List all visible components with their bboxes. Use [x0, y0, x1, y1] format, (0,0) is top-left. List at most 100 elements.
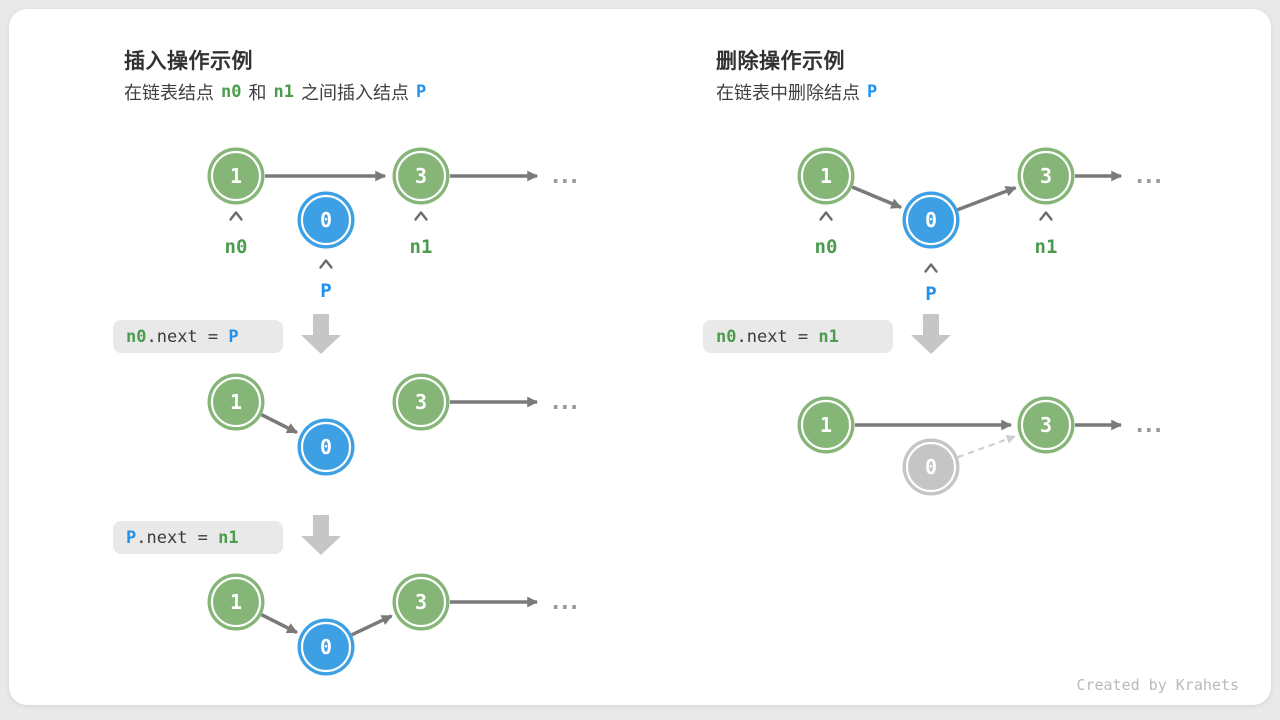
delete-section-title: 删除操作示例	[716, 50, 845, 73]
node-1: 1	[797, 147, 855, 205]
node-circle	[797, 396, 855, 454]
code-token-mid: .next =	[736, 326, 819, 347]
label-n0: n0	[225, 236, 248, 258]
node-circle	[207, 373, 265, 431]
pointer-caret-icon	[414, 211, 428, 221]
node-circle	[902, 191, 960, 249]
node-value: 1	[820, 164, 832, 188]
code-insert-step2: P.next = n1	[113, 521, 283, 554]
insert-section-title: 插入操作示例	[124, 50, 253, 73]
step-down-arrow-icon	[301, 314, 341, 354]
node-inner-ring	[300, 621, 352, 673]
node-value: 0	[320, 635, 332, 659]
pointer-caret-icon	[319, 259, 333, 269]
node-3: 3	[1017, 396, 1075, 454]
code-token-n1: n1	[818, 326, 839, 347]
node-value: 1	[820, 413, 832, 437]
token-p: P	[867, 82, 878, 102]
delete-done-diagram: ... 1 0 3	[797, 396, 1165, 496]
node-value: 3	[1040, 164, 1052, 188]
node-value: 3	[1040, 413, 1052, 437]
node-1: 1	[207, 573, 265, 631]
link-arrow	[956, 185, 1017, 212]
insert-done-diagram: ... 1 0 3	[207, 573, 581, 676]
delete-section-subtitle: 在链表中删除结点 P	[716, 80, 884, 104]
node-1: 1	[207, 373, 265, 431]
node-value: 3	[415, 590, 427, 614]
code-token-mid: .next =	[136, 527, 219, 548]
link-arrow	[260, 613, 298, 635]
token-n1: n1	[273, 82, 294, 102]
node-circle	[1017, 147, 1075, 205]
insert-section-subtitle: 在链表结点 n0 和 n1 之间插入结点 P	[124, 80, 433, 104]
ellipsis: ...	[549, 590, 577, 615]
subtitle-text: 之间插入结点	[300, 83, 409, 103]
node-value: 0	[320, 208, 332, 232]
pointer-caret-icon	[819, 211, 833, 221]
node-1: 1	[797, 396, 855, 454]
ellipsis: ...	[1133, 413, 1161, 438]
label-n0: n0	[815, 236, 838, 258]
link-arrow	[260, 413, 298, 435]
node-value: 3	[415, 164, 427, 188]
link-arrow	[351, 614, 393, 637]
node-value: 0	[320, 435, 332, 459]
node-inner-ring	[800, 399, 852, 451]
removed-link-dashed-arrow	[957, 434, 1016, 459]
node-inner-ring	[210, 376, 262, 428]
node-circle	[297, 618, 355, 676]
node-inner-ring	[800, 150, 852, 202]
node-inner-ring	[1020, 150, 1072, 202]
node-3: 3	[392, 147, 450, 205]
code-token-p: P	[126, 527, 137, 548]
node-circle	[902, 438, 960, 496]
node-circle	[797, 147, 855, 205]
node-inner-ring	[210, 576, 262, 628]
node-circle	[392, 573, 450, 631]
label-p: P	[320, 280, 331, 302]
node-value: 0	[925, 208, 937, 232]
code-token-p: P	[228, 326, 239, 347]
node-3: 3	[1017, 147, 1075, 205]
code-token-mid: .next =	[146, 326, 229, 347]
node-p: 0	[297, 191, 355, 249]
label-n1: n1	[410, 236, 433, 258]
code-token-n0: n0	[716, 326, 737, 347]
node-value: 0	[925, 455, 937, 479]
label-n1: n1	[1035, 236, 1058, 258]
node-circle	[297, 191, 355, 249]
node-inner-ring	[300, 194, 352, 246]
token-p: P	[415, 82, 427, 102]
node-inner-ring	[210, 150, 262, 202]
node-circle	[297, 418, 355, 476]
insert-initial-diagram: ... 1 0 3 n0 n1 P	[207, 147, 581, 302]
ellipsis: ...	[549, 164, 577, 189]
node-circle	[392, 147, 450, 205]
subtitle-text: 在链表中删除结点	[716, 83, 860, 103]
node-circle	[1017, 396, 1075, 454]
link-arrow	[851, 185, 902, 210]
subtitle-text: 和	[248, 83, 267, 103]
credit-text: Created by Krahets	[1076, 676, 1239, 694]
node-value: 1	[230, 590, 242, 614]
code-delete-step1: n0.next = n1	[703, 320, 893, 353]
step-down-arrow-icon	[301, 515, 341, 555]
node-inner-ring	[1020, 399, 1072, 451]
node-inner-ring	[395, 376, 447, 428]
step-down-arrow-icon	[911, 314, 951, 354]
ellipsis: ...	[1133, 164, 1161, 189]
label-p: P	[925, 283, 936, 305]
code-insert-step1: n0.next = P	[113, 320, 283, 353]
ellipsis: ...	[549, 390, 577, 415]
node-3: 3	[392, 573, 450, 631]
token-n0: n0	[221, 82, 242, 102]
subtitle-text: 在链表结点	[124, 83, 214, 103]
node-inner-ring	[905, 441, 957, 493]
node-inner-ring	[300, 421, 352, 473]
node-p: 0	[297, 418, 355, 476]
node-p: 0	[297, 618, 355, 676]
node-value: 1	[230, 164, 242, 188]
node-value: 1	[230, 390, 242, 414]
node-circle	[392, 373, 450, 431]
